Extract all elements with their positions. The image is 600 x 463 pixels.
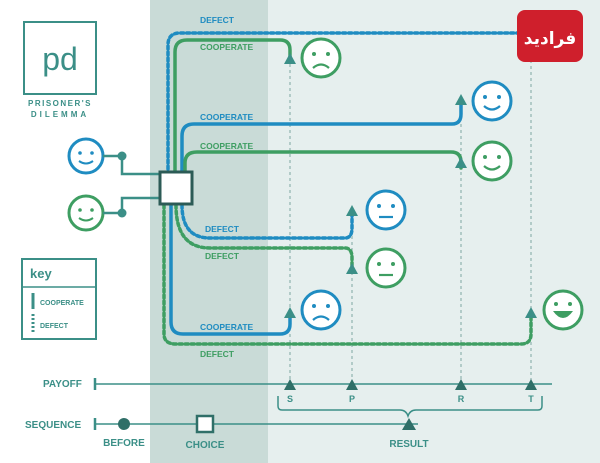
payoff-label: PAYOFF <box>43 379 82 390</box>
logo-frame <box>23 21 97 95</box>
player-green-face-icon <box>67 194 105 232</box>
path-green-cooperate-top <box>173 38 292 180</box>
payoff-p: P <box>349 394 355 404</box>
watermark-text: فرادید <box>524 29 576 49</box>
label-green-cooperate-top: COOPERATE <box>200 42 254 52</box>
outcome-neutral-blue-icon <box>365 189 407 231</box>
label-green-defect-bottom: DEFECT <box>200 349 235 359</box>
player-green <box>67 194 162 232</box>
logo: pd PRISONER'S DILEMMA <box>23 21 97 119</box>
outcome-happy-blue-icon <box>471 80 513 122</box>
outcome-happy-green-icon <box>471 140 513 182</box>
label-blue-defect-mid: DEFECT <box>205 224 240 234</box>
sequence-before: BEFORE <box>103 438 145 449</box>
watermark-logo: فرادید <box>517 10 583 62</box>
path-blue-defect-top <box>166 31 533 177</box>
sequence-label: SEQUENCE <box>25 420 81 431</box>
choice-marker <box>195 414 215 434</box>
key-cooperate-label: COOPERATE <box>40 300 84 307</box>
key-title: key <box>30 266 52 281</box>
sequence-choice: CHOICE <box>186 440 225 451</box>
decision-paths <box>162 31 533 346</box>
label-blue-cooperate-mid: COOPERATE <box>200 112 254 122</box>
payoff-bracket <box>277 396 543 419</box>
brand-title-line2: DILEMMA <box>31 110 89 119</box>
outcome-neutral-green-icon <box>365 247 407 289</box>
before-marker <box>118 418 130 430</box>
outcome-sad-green-icon <box>300 37 342 79</box>
logo-monogram: pd <box>42 41 78 77</box>
payoff-r: R <box>458 394 465 404</box>
path-green-defect-mid <box>174 203 354 270</box>
key-defect-label: DEFECT <box>40 323 69 330</box>
player-blue <box>67 137 162 176</box>
label-green-defect-mid: DEFECT <box>205 251 240 261</box>
payoff-t: T <box>528 394 534 404</box>
label-green-cooperate-mid: COOPERATE <box>200 141 254 151</box>
outcome-grin-green-icon <box>542 289 584 331</box>
choice-node <box>158 170 194 206</box>
path-labels: DEFECT COOPERATE COOPERATE COOPERATE DEF… <box>200 15 254 359</box>
key-legend: key COOPERATE DEFECT <box>21 258 97 340</box>
path-blue-cooperate-bottom <box>169 203 292 336</box>
result-marker <box>402 418 416 430</box>
sequence-axis: SEQUENCE BEFORE CHOICE RESULT <box>25 414 429 451</box>
path-blue-cooperate-mid <box>180 98 463 178</box>
outcome-arrows <box>284 53 537 318</box>
brand-title-line1: PRISONER'S <box>28 99 92 108</box>
label-blue-defect-top: DEFECT <box>200 15 235 25</box>
sequence-result: RESULT <box>389 439 428 450</box>
outcome-sad-blue-icon <box>300 289 342 331</box>
player-blue-face-icon <box>67 137 105 175</box>
path-green-defect-bottom <box>162 203 533 346</box>
payoff-axis: PAYOFF S P R T <box>43 378 552 419</box>
payoff-s: S <box>287 394 293 404</box>
label-blue-cooperate-bottom: COOPERATE <box>200 322 254 332</box>
key-box <box>21 258 97 340</box>
path-blue-defect-mid <box>180 203 354 240</box>
path-green-cooperate-mid <box>183 150 463 180</box>
